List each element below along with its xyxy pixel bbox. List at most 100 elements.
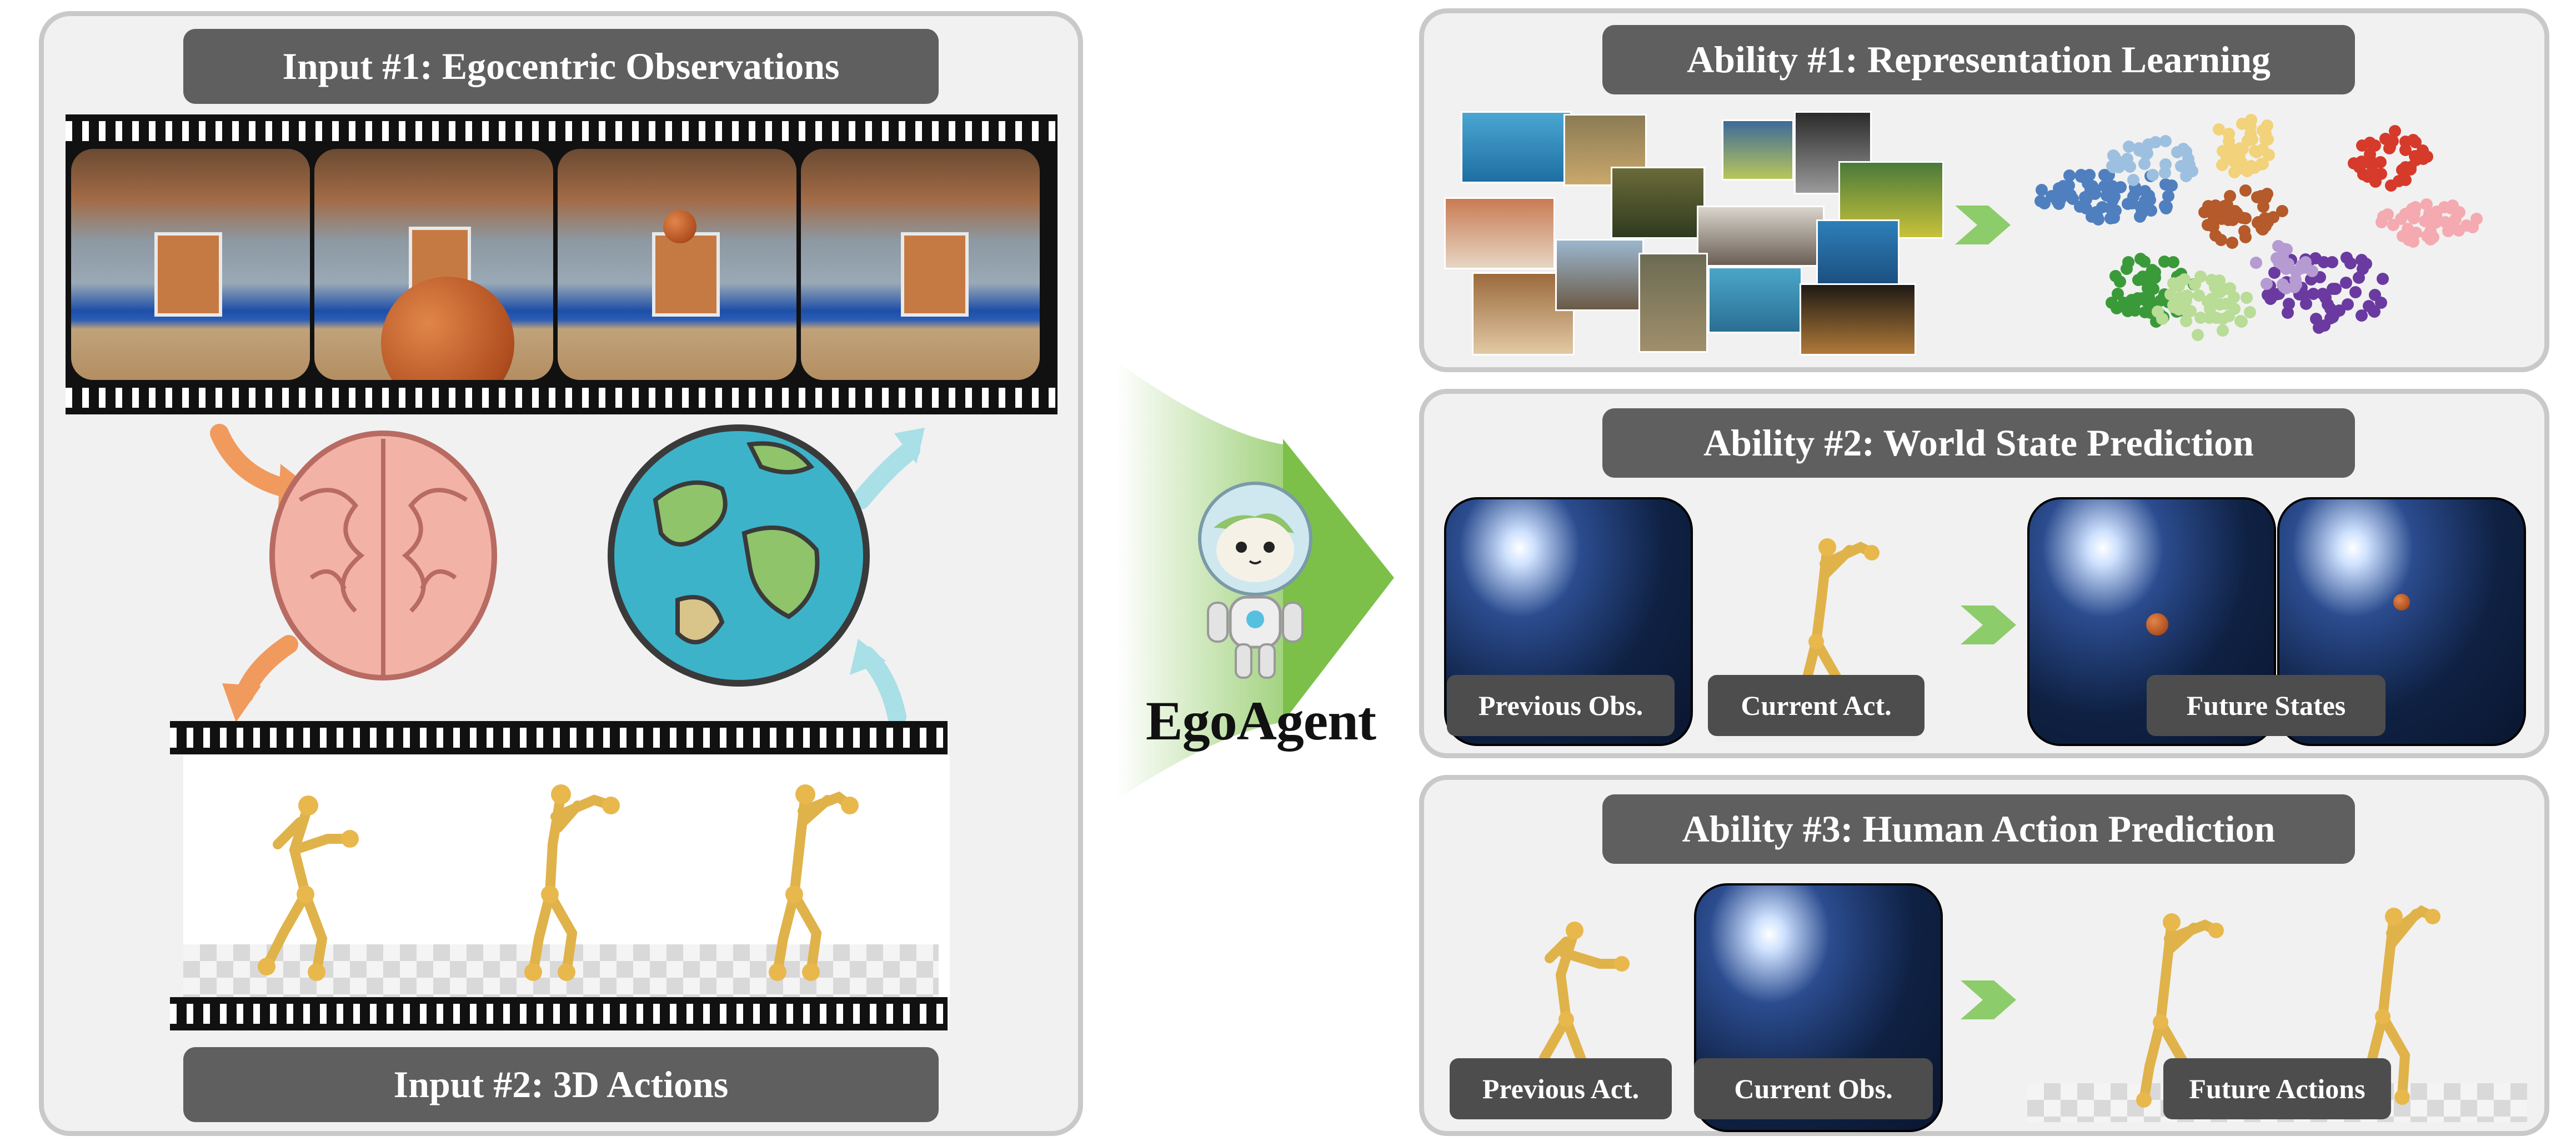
cluster-point (2127, 173, 2139, 186)
cluster-point (2213, 123, 2226, 136)
cluster-point (2229, 154, 2242, 167)
thumb-dog (1697, 206, 1825, 267)
agent-name: EgoAgent (1145, 690, 1376, 752)
cluster-point (2180, 170, 2193, 182)
cluster-point (2142, 282, 2154, 295)
thumb-car (1444, 197, 1555, 269)
cluster-point (2164, 288, 2177, 301)
cluster-point (2387, 219, 2400, 232)
cluster-point (2376, 273, 2389, 286)
cluster-point (2235, 316, 2248, 328)
thumb-animal (1611, 167, 1705, 239)
cyan-arrow-icon (850, 639, 906, 726)
action-frames (183, 755, 950, 1000)
skeleton-icon (524, 784, 620, 981)
cluster-point (2198, 206, 2211, 219)
cluster-point (2339, 276, 2352, 289)
cluster-point (2223, 189, 2236, 202)
cluster-point (2244, 114, 2257, 127)
film-sprockets (170, 728, 948, 748)
cluster-point (2409, 226, 2422, 239)
ego-frame-4 (801, 149, 1040, 380)
cluster-point (2159, 134, 2172, 147)
cluster-point (2322, 298, 2334, 311)
green-arrow-icon (1961, 980, 2016, 1019)
basketball (381, 277, 514, 380)
cluster-point (2162, 190, 2174, 203)
current-obs-label: Current Obs. (1694, 1058, 1933, 1119)
cluster-point (2385, 179, 2398, 192)
cluster-point (2317, 287, 2329, 300)
cluster-point (2306, 265, 2319, 278)
cluster-point (2444, 202, 2457, 214)
cluster-point (2277, 249, 2289, 262)
ego-frame-1 (71, 149, 310, 380)
cluster-point (2214, 233, 2227, 246)
earth-icon (608, 424, 870, 687)
cluster-point (2216, 159, 2229, 172)
cluster-point (2138, 256, 2151, 268)
cluster-point (2175, 159, 2188, 172)
cluster-point (2397, 230, 2409, 243)
image-collage (1444, 106, 1944, 361)
ego-frame-3 (558, 149, 796, 380)
cluster-point (2149, 136, 2162, 148)
cluster-point (2388, 125, 2401, 138)
film-sprockets (170, 1004, 948, 1024)
cluster-point (2307, 287, 2320, 300)
cluster-point (2404, 161, 2417, 173)
thumb-soldier (1638, 253, 1708, 353)
cluster-point (2368, 306, 2381, 318)
thumb-fish (1461, 111, 1572, 183)
cluster-point (2194, 311, 2207, 324)
cluster-point (2276, 204, 2288, 217)
cluster-point (2256, 158, 2268, 171)
cluster-point (2208, 211, 2221, 224)
cluster-point (2249, 256, 2262, 269)
cluster-point (2220, 298, 2233, 311)
cluster-point (2080, 202, 2093, 215)
future-actions-label: Future Actions (2163, 1058, 2391, 1119)
input2-title: Input #2: 3D Actions (183, 1047, 939, 1122)
cluster-point (2173, 279, 2186, 292)
cluster-point (2259, 191, 2272, 204)
cluster-point (2127, 190, 2140, 203)
backboard (154, 232, 222, 317)
cluster-point (2226, 237, 2238, 249)
thumb-dolphin (1816, 219, 1900, 286)
cluster-point (2299, 256, 2312, 268)
cluster-point (2384, 141, 2396, 154)
cluster-point (2405, 203, 2418, 216)
cluster-point (2214, 282, 2227, 294)
thumb-bird (1722, 119, 1794, 181)
cluster-point (2439, 216, 2452, 229)
thumb-lion (1800, 283, 1916, 356)
cluster-point (2399, 135, 2412, 148)
cluster-point (2374, 156, 2387, 169)
cluster-point (2106, 179, 2119, 192)
cluster-point (2399, 174, 2412, 186)
cluster-point (2250, 146, 2263, 158)
input-illustrations (210, 424, 925, 726)
cluster-point (2139, 294, 2152, 307)
cluster-point (2342, 298, 2354, 311)
cluster-point (2268, 267, 2281, 279)
cluster-point (2152, 306, 2164, 318)
cluster-point (2158, 255, 2171, 268)
cluster-point (2207, 220, 2220, 233)
cluster-point (2327, 311, 2339, 323)
cluster-point (2098, 168, 2111, 181)
cyan-arrow-icon (851, 428, 925, 509)
basketball (2146, 613, 2168, 635)
cluster-point (2063, 169, 2076, 182)
cluster-point (2122, 304, 2134, 317)
cluster-point (2260, 278, 2273, 291)
cluster-point (2136, 207, 2148, 219)
thumb-sparrow (1555, 239, 1644, 311)
cluster-point (2167, 256, 2179, 268)
cluster-point (2356, 139, 2368, 152)
cluster-point (2107, 211, 2120, 224)
cluster-point (2239, 184, 2252, 197)
cluster-point (2179, 315, 2192, 328)
cluster-point (2262, 148, 2275, 161)
